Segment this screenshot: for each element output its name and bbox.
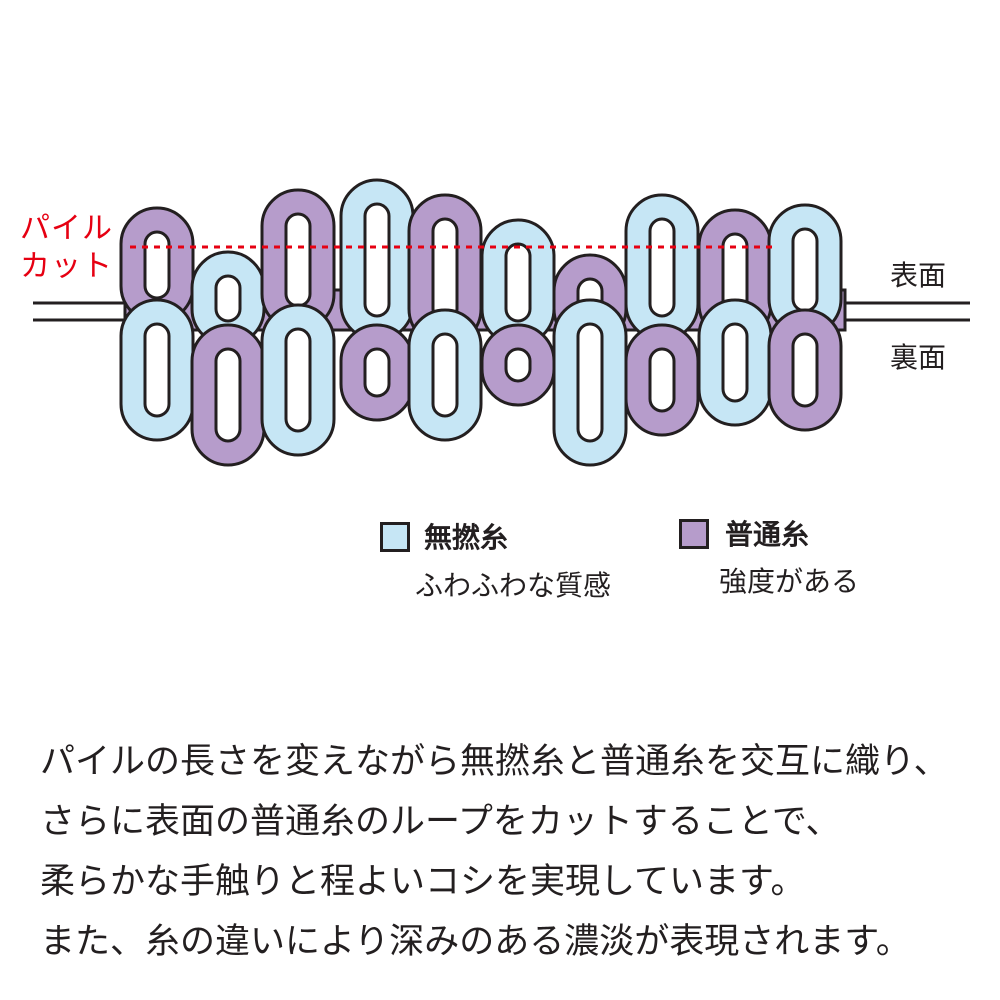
yarn-loop-inner (431, 332, 459, 418)
back-label: 裏面 (890, 341, 947, 374)
yarn-loop-inner (284, 212, 312, 308)
yarn-loop-inner (143, 230, 171, 300)
legend-swatch-untwisted (380, 522, 410, 552)
yarn-loop-inner (504, 347, 532, 383)
pile-cut-label-line2: カット (20, 249, 113, 284)
yarn-loop-inner (504, 242, 532, 323)
description-line-4: また、糸の違いにより深みのある濃淡が表現されます。 (40, 922, 911, 962)
legend-title-untwisted: 無撚糸 (424, 521, 509, 554)
yarn-loop-inner (648, 347, 676, 413)
yarn-loop-inner (143, 322, 171, 418)
pile-cut-label-line1: パイル (20, 211, 113, 246)
yarn-loop-inner (363, 202, 391, 318)
face-label: 表面 (890, 259, 947, 292)
legend-desc-untwisted: ふわふわな質感 (415, 569, 612, 602)
legend-swatch-regular (679, 519, 709, 549)
yarn-loop-inner (363, 347, 391, 398)
yarn-loop-inner (721, 322, 749, 403)
legend-desc-regular: 強度がある (719, 565, 860, 598)
description-line-2: さらに表面の普通糸のループをカットすることで、 (40, 802, 841, 842)
yarn-loop-inner (214, 347, 242, 443)
yarn-loop-inner (791, 332, 819, 408)
yarn-loop-inner (576, 322, 604, 443)
description-line-3: 柔らかな手触りと程よいコシを実現しています。 (40, 862, 806, 902)
yarn-loop-inner (431, 217, 459, 323)
yarn-loop-inner (214, 274, 242, 323)
legend-title-regular: 普通糸 (725, 518, 810, 551)
yarn-loops (119, 178, 843, 467)
yarn-loop-inner (284, 327, 312, 433)
yarn-loop-inner (791, 227, 819, 313)
yarn-loop-inner (648, 217, 676, 318)
description-line-1: パイルの長さを変えながら無撚糸と普通糸を交互に織り、 (40, 742, 949, 782)
